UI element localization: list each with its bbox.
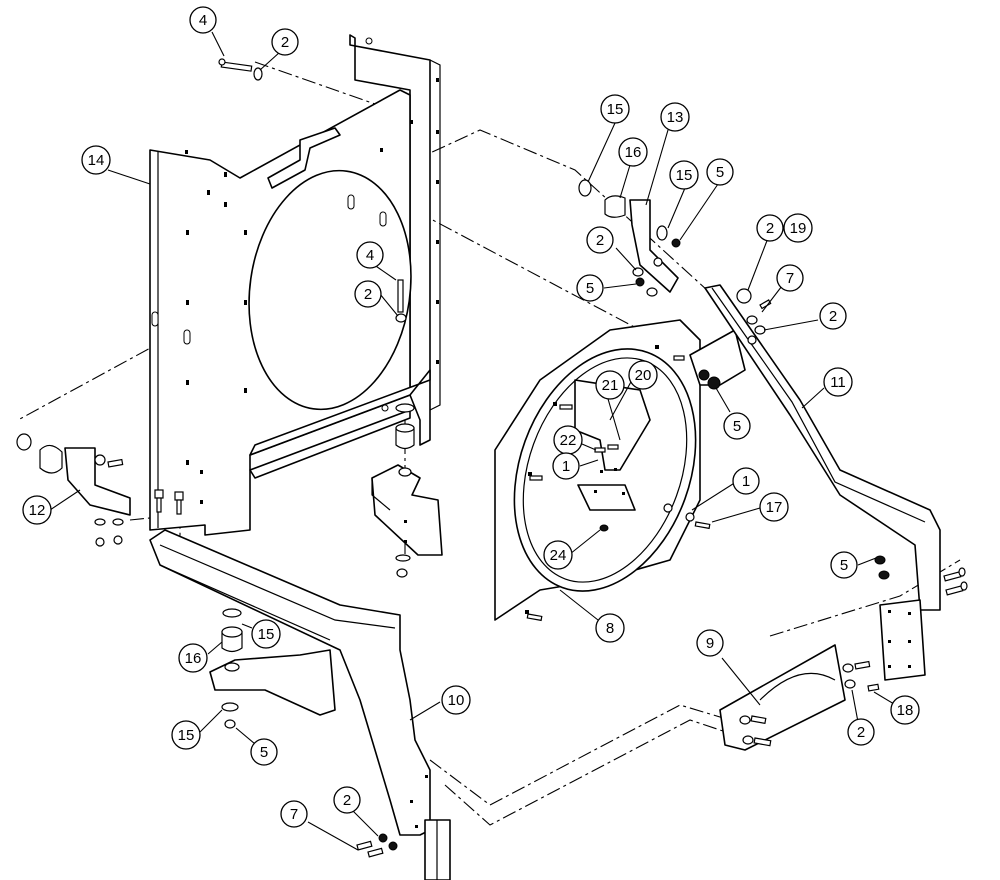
callout-bubble: 4 xyxy=(189,6,217,34)
callout-bubble: 10 xyxy=(441,685,471,715)
callout-bubble: 16 xyxy=(618,137,648,167)
vertical-post-bottom xyxy=(424,819,451,880)
callout-bubble: 5 xyxy=(250,738,278,766)
callout-bubble: 18 xyxy=(890,695,920,725)
callout-label: 22 xyxy=(560,432,577,449)
callout-label: 4 xyxy=(366,247,374,264)
callout-label: 15 xyxy=(676,167,693,184)
callout-label: 10 xyxy=(448,692,465,709)
callout-label: 5 xyxy=(586,280,594,297)
callout-label: 20 xyxy=(635,367,652,384)
callout-bubble: 5 xyxy=(576,274,604,302)
callout-label: 21 xyxy=(602,377,619,394)
callout-bubble: 15 xyxy=(171,720,201,750)
callout-label: 2 xyxy=(281,34,289,51)
callout-bubble: 12 xyxy=(22,495,52,525)
callout-label: 12 xyxy=(29,502,46,519)
callout-label: 18 xyxy=(897,702,914,719)
callout-label: 2 xyxy=(766,220,774,237)
callout-label: 5 xyxy=(733,418,741,435)
callout-label: 15 xyxy=(258,626,275,643)
isolator-mount-stack-left xyxy=(209,608,336,729)
callout-bubble: 1 xyxy=(732,467,760,495)
callout-label: 24 xyxy=(550,547,567,564)
callout-label: 9 xyxy=(706,635,714,652)
callout-bubble: 24 xyxy=(543,540,573,570)
hardware-bolts-7-lower xyxy=(356,833,398,858)
callout-bubble: 8 xyxy=(595,613,625,643)
callout-label: 8 xyxy=(606,620,614,637)
callout-label: 2 xyxy=(829,308,837,325)
callout-label: 4 xyxy=(199,12,207,29)
callout-label: 2 xyxy=(343,792,351,809)
callout-bubble: 14 xyxy=(81,145,111,175)
callout-bubble: 15 xyxy=(251,619,281,649)
callout-bubble: 20 xyxy=(628,360,658,390)
callout-label: 2 xyxy=(364,286,372,303)
callout-label: 11 xyxy=(830,374,846,391)
callout-label: 5 xyxy=(260,744,268,761)
callout-bubble: 15 xyxy=(669,160,699,190)
callout-label: 16 xyxy=(185,650,202,667)
isolator-mount-stack-center xyxy=(371,403,443,578)
callout-bubble: 19 xyxy=(783,213,813,243)
hardware-bolt-4-upper xyxy=(218,58,263,81)
callout-label: 1 xyxy=(742,473,750,490)
part-11-right-rail xyxy=(704,284,968,681)
callout-bubble: 7 xyxy=(776,264,804,292)
part-14-shroud-frame xyxy=(149,34,441,536)
part-9-lower-plate xyxy=(719,644,880,751)
callout-bubble: 7 xyxy=(280,800,308,828)
part-8-fan-shroud xyxy=(494,319,711,622)
callout-label: 13 xyxy=(667,109,684,126)
callout-bubble: 11 xyxy=(823,367,853,397)
callout-bubble: 5 xyxy=(706,158,734,186)
callout-bubble: 2 xyxy=(271,28,299,56)
callout-label: 15 xyxy=(178,727,195,744)
callout-bubble: 2 xyxy=(756,214,784,242)
shroud-upper-bracket xyxy=(689,329,746,390)
callout-bubble: 22 xyxy=(553,425,583,455)
callout-label: 2 xyxy=(596,232,604,249)
callout-bubble: 16 xyxy=(178,643,208,673)
callout-label: 5 xyxy=(840,557,848,574)
callout-label: 19 xyxy=(790,220,807,237)
callout-label: 15 xyxy=(607,101,624,118)
callout-label: 2 xyxy=(857,724,865,741)
callout-bubble: 17 xyxy=(759,492,789,522)
callout-bubble: 13 xyxy=(660,102,690,132)
callout-bubble: 1 xyxy=(552,452,580,480)
callout-bubble: 5 xyxy=(723,412,751,440)
callout-bubble: 4 xyxy=(356,241,384,269)
callout-bubble: 15 xyxy=(600,94,630,124)
callout-bubble: 21 xyxy=(595,370,625,400)
callout-label: 7 xyxy=(290,806,298,823)
part-12-left-bracket xyxy=(16,433,131,547)
callout-bubble: 5 xyxy=(830,551,858,579)
hardware-bolt-4-lower xyxy=(395,279,407,323)
callout-label: 1 xyxy=(562,458,570,475)
callout-label: 17 xyxy=(766,499,783,516)
callout-bubble: 2 xyxy=(586,226,614,254)
callout-bubble: 2 xyxy=(354,280,382,308)
callout-bubble: 9 xyxy=(696,629,724,657)
callout-label: 14 xyxy=(88,152,105,169)
part-13-upper-bracket xyxy=(578,179,681,297)
callout-label: 5 xyxy=(716,164,724,181)
callout-bubble: 2 xyxy=(819,302,847,330)
callout-label: 16 xyxy=(625,144,642,161)
callout-bubble: 2 xyxy=(847,718,875,746)
callout-bubble: 2 xyxy=(333,786,361,814)
callout-label: 7 xyxy=(786,270,794,287)
